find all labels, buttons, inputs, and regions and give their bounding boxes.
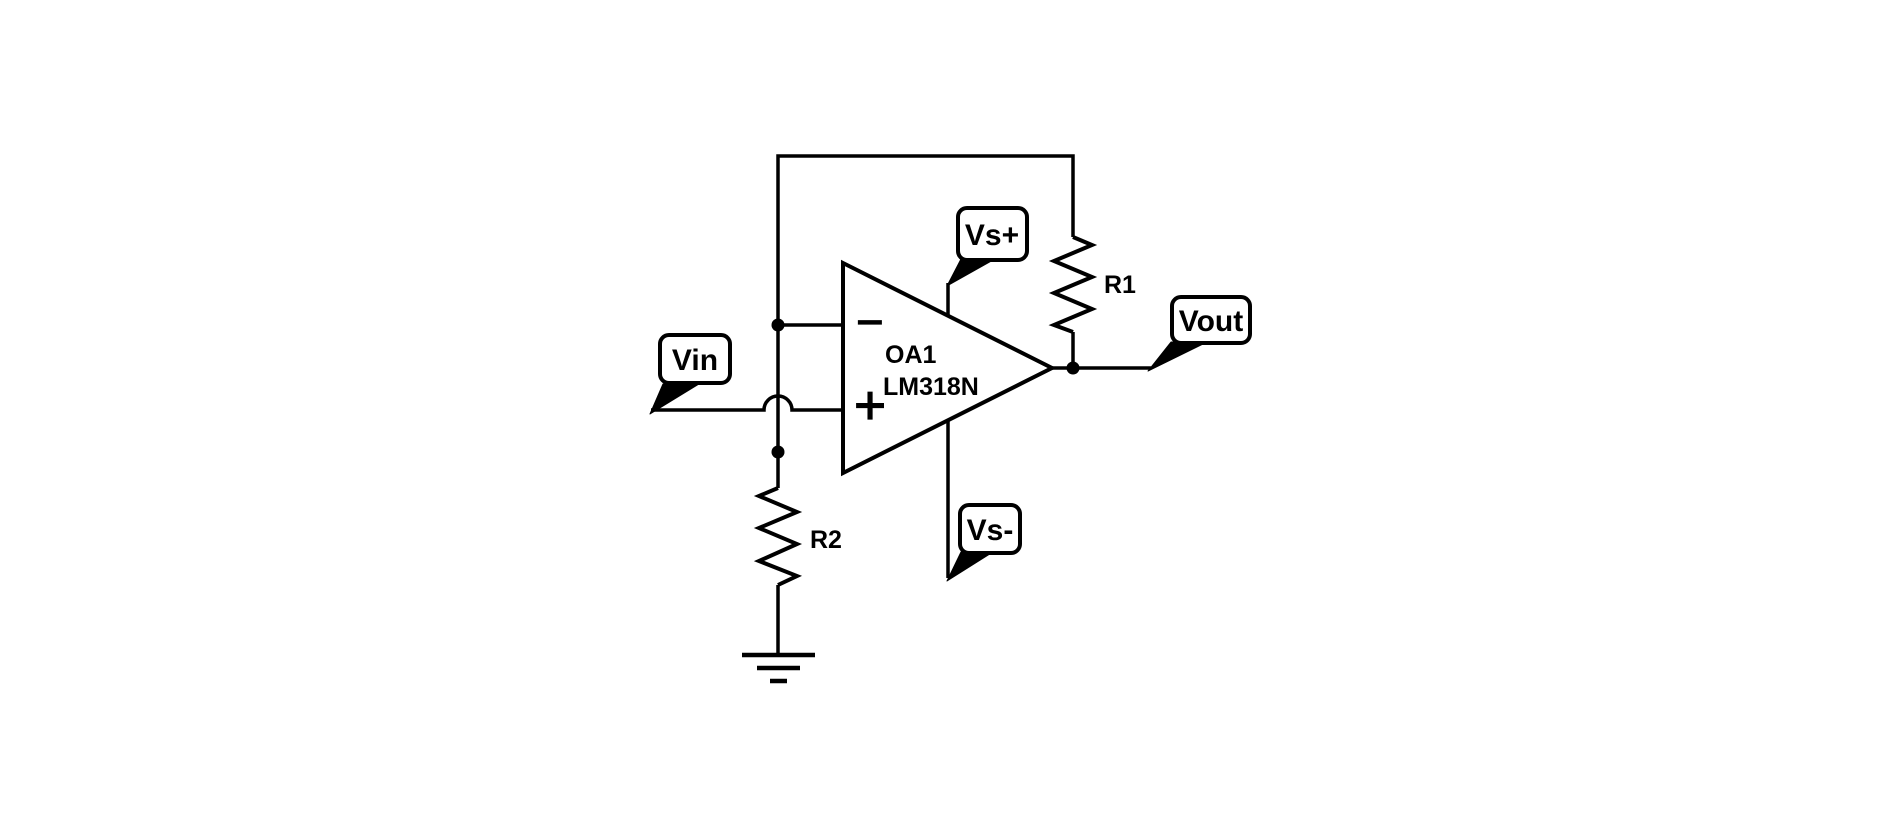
r1-label: R1 — [1104, 271, 1136, 299]
opamp-designator: OA1 — [885, 341, 937, 369]
vout-flag-label: Vout — [1179, 305, 1243, 338]
vout-flag-pointer — [1147, 341, 1208, 372]
vs-minus-flag-box — [958, 503, 1022, 555]
vs-minus-flag-pointer — [946, 551, 994, 582]
opamp-triangle — [841, 259, 1057, 477]
resistor-r1[interactable]: R1 — [1048, 235, 1136, 334]
opamp-inverting-input-symbol: − — [856, 295, 883, 348]
vs-plus-flag-label: Vs+ — [965, 219, 1019, 252]
r2-zigzag — [753, 486, 803, 587]
junction-dot-output-node — [1066, 361, 1080, 375]
junction-dot-inverting-node — [771, 318, 785, 332]
opamp-oa1[interactable]: − + OA1 LM318N — [841, 259, 1057, 477]
net-flag-vs-plus[interactable]: Vs+ — [946, 206, 1029, 287]
opamp-noninverting-input-symbol: + — [854, 374, 886, 436]
wire-noninverting-input-with-hop — [651, 394, 843, 412]
opamp-part-number: LM318N — [883, 373, 979, 401]
net-flag-vout[interactable]: Vout — [1147, 295, 1252, 372]
r1-zigzag — [1048, 235, 1098, 334]
ground-symbol[interactable] — [742, 652, 815, 684]
vs-plus-flag-pointer — [946, 258, 996, 287]
net-flag-vin[interactable]: Vin — [649, 333, 732, 415]
vs-minus-flag-label: Vs- — [967, 514, 1014, 547]
vin-flag-box — [658, 333, 732, 385]
r2-label: R2 — [810, 526, 842, 554]
net-flag-vs-minus[interactable]: Vs- — [946, 503, 1022, 582]
vout-flag-box — [1170, 295, 1252, 345]
vs-plus-flag-box — [956, 206, 1029, 262]
resistor-r2[interactable]: R2 — [753, 486, 842, 587]
junction-dot-r2-node — [771, 445, 785, 459]
vin-flag-label: Vin — [672, 344, 718, 377]
